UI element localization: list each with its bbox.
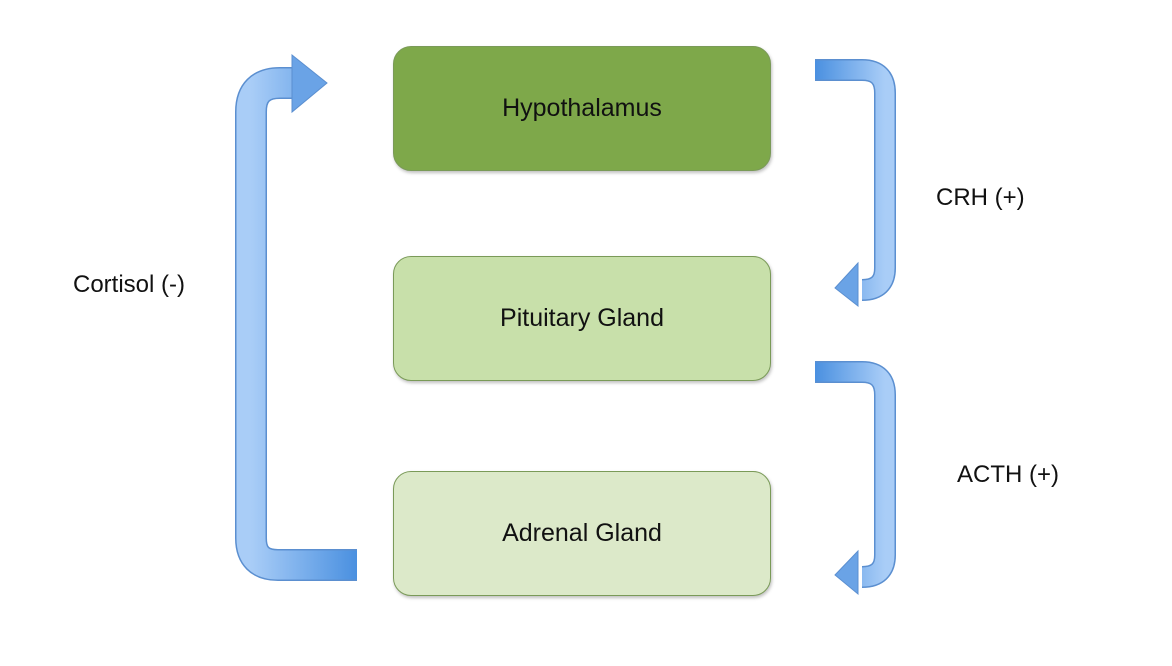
node-label: Pituitary Gland — [500, 304, 664, 332]
edge-label-acth: ACTH (+) — [957, 461, 1059, 488]
edge-label-crh: CRH (+) — [936, 184, 1025, 211]
crh-arrow — [815, 59, 896, 308]
node-label: Adrenal Gland — [502, 519, 662, 547]
node-hypothalamus: Hypothalamus — [393, 46, 771, 171]
node-adrenal-gland: Adrenal Gland — [393, 471, 771, 596]
cortisol-feedback-arrow — [235, 53, 357, 581]
node-pituitary-gland: Pituitary Gland — [393, 256, 771, 381]
node-label: Hypothalamus — [502, 94, 662, 122]
acth-arrow — [815, 361, 896, 596]
edge-label-cortisol: Cortisol (-) — [73, 271, 185, 298]
